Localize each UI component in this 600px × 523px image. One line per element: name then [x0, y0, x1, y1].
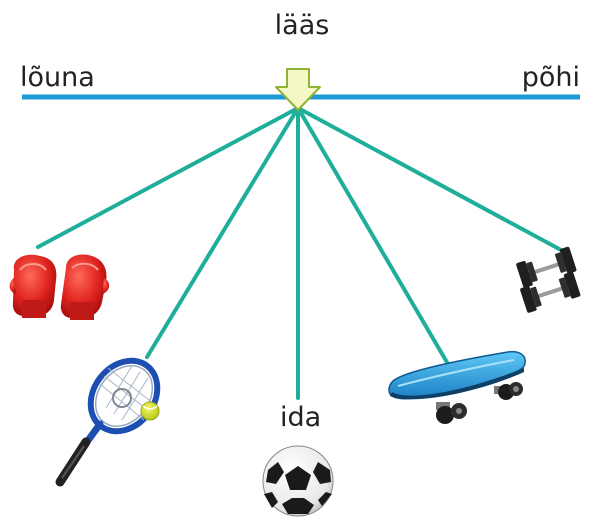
label-north: põhi [521, 62, 580, 93]
connector-line-dumbbells [296, 106, 563, 252]
skateboard-icon [388, 350, 526, 424]
boxing-gloves-icon [9, 254, 110, 320]
dumbbells-icon [516, 246, 581, 313]
connector-line-tennis [145, 106, 300, 359]
connector-line-boxing [36, 106, 300, 249]
label-east: ida [280, 402, 322, 433]
connector-line-skateboard [296, 106, 450, 366]
tennis-racket-icon [55, 357, 161, 487]
down-arrow-icon [275, 68, 321, 111]
connector-lines [36, 106, 563, 400]
label-south: lõuna [20, 62, 95, 93]
label-west: lääs [274, 10, 330, 41]
soccer-ball-icon [262, 445, 334, 517]
